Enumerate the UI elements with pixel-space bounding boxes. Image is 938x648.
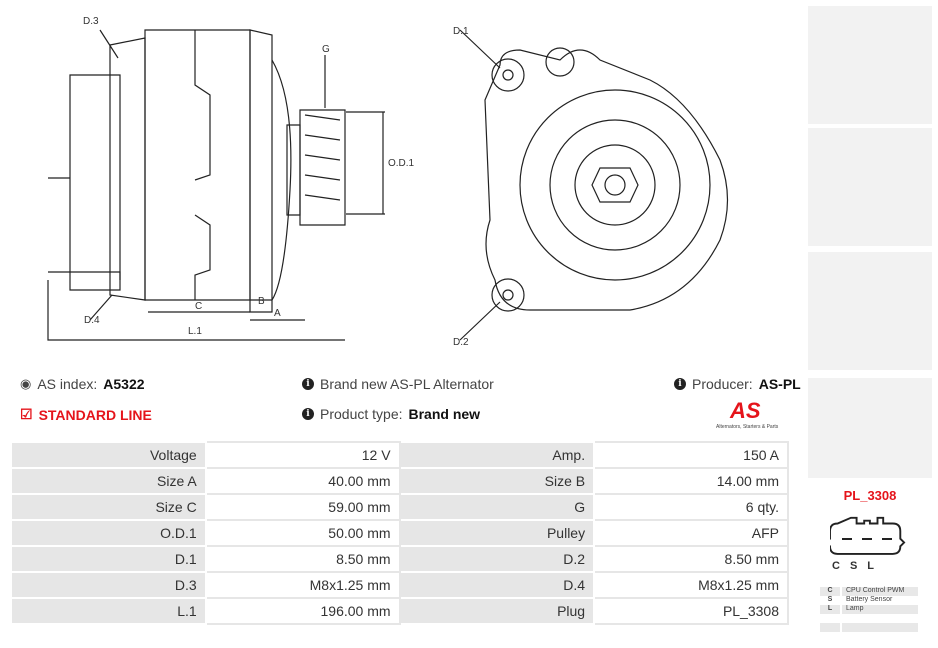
label-d2: D.2 xyxy=(453,337,469,348)
label-c: C xyxy=(195,301,203,312)
spec-label: D.1 xyxy=(10,545,207,573)
label-b: B xyxy=(258,296,265,307)
as-index: ◉ AS index:A5322 xyxy=(20,376,145,392)
spec-label: G xyxy=(398,493,596,521)
spec-value: 50.00 mm xyxy=(204,519,401,547)
plug-legend-row xyxy=(820,623,918,632)
spec-value: 40.00 mm xyxy=(204,467,401,495)
logo-tagline: Alternators, Starters & Parts xyxy=(716,424,779,430)
spec-value: 6 qty. xyxy=(593,493,789,521)
label-d4: D.4 xyxy=(84,315,100,326)
spec-value: 14.00 mm xyxy=(593,467,789,495)
label-g: G xyxy=(322,44,330,55)
info-icon: i xyxy=(302,408,314,420)
side-view-drawing xyxy=(47,29,385,341)
label-d1: D.1 xyxy=(453,26,469,37)
label-a: A xyxy=(274,308,281,319)
spec-value: 12 V xyxy=(204,441,401,469)
spec-label: Size B xyxy=(398,467,596,495)
checkbox-icon: ☑ xyxy=(20,406,33,422)
spec-label: D.4 xyxy=(398,571,596,599)
tags-icon: ◉ xyxy=(20,376,32,391)
info-icon: i xyxy=(674,378,686,390)
plug-connector-icon xyxy=(830,516,906,555)
spec-label: L.1 xyxy=(10,597,207,625)
spec-label: D.2 xyxy=(398,545,596,573)
spec-label: Size A xyxy=(10,467,207,495)
label-l1: L.1 xyxy=(188,326,202,337)
spec-label: D.3 xyxy=(10,571,207,599)
product-photo-angle[interactable] xyxy=(808,378,932,478)
as-logo: AS xyxy=(730,398,761,423)
spec-label: Size C xyxy=(10,493,207,521)
front-view-drawing xyxy=(459,29,729,341)
product-photo-front[interactable] xyxy=(808,6,932,124)
label-od1: O.D.1 xyxy=(388,158,415,169)
spec-value: 8.50 mm xyxy=(593,545,789,573)
spec-value: M8x1.25 mm xyxy=(204,571,401,599)
spec-value: 8.50 mm xyxy=(204,545,401,573)
plug-pins: CSL xyxy=(832,560,885,572)
spec-value: 196.00 mm xyxy=(204,597,401,625)
spec-label: Plug xyxy=(398,597,596,625)
label-d3: D.3 xyxy=(83,16,99,27)
spec-label: O.D.1 xyxy=(10,519,207,547)
spec-value: PL_3308 xyxy=(593,597,789,625)
standard-line: ☑ STANDARD LINE xyxy=(20,406,152,423)
info-icon: i xyxy=(302,378,314,390)
spec-value: M8x1.25 mm xyxy=(593,571,789,599)
plug-name: PL_3308 xyxy=(843,488,897,503)
spec-label: Voltage xyxy=(10,441,207,469)
spec-value: 150 A xyxy=(593,441,789,469)
product-photo-back[interactable] xyxy=(808,252,932,370)
spec-label: Pulley xyxy=(398,519,596,547)
spec-value: 59.00 mm xyxy=(204,493,401,521)
spec-label: Amp. xyxy=(398,441,596,469)
product-photo-side[interactable] xyxy=(808,128,932,246)
spec-value: AFP xyxy=(593,519,789,547)
